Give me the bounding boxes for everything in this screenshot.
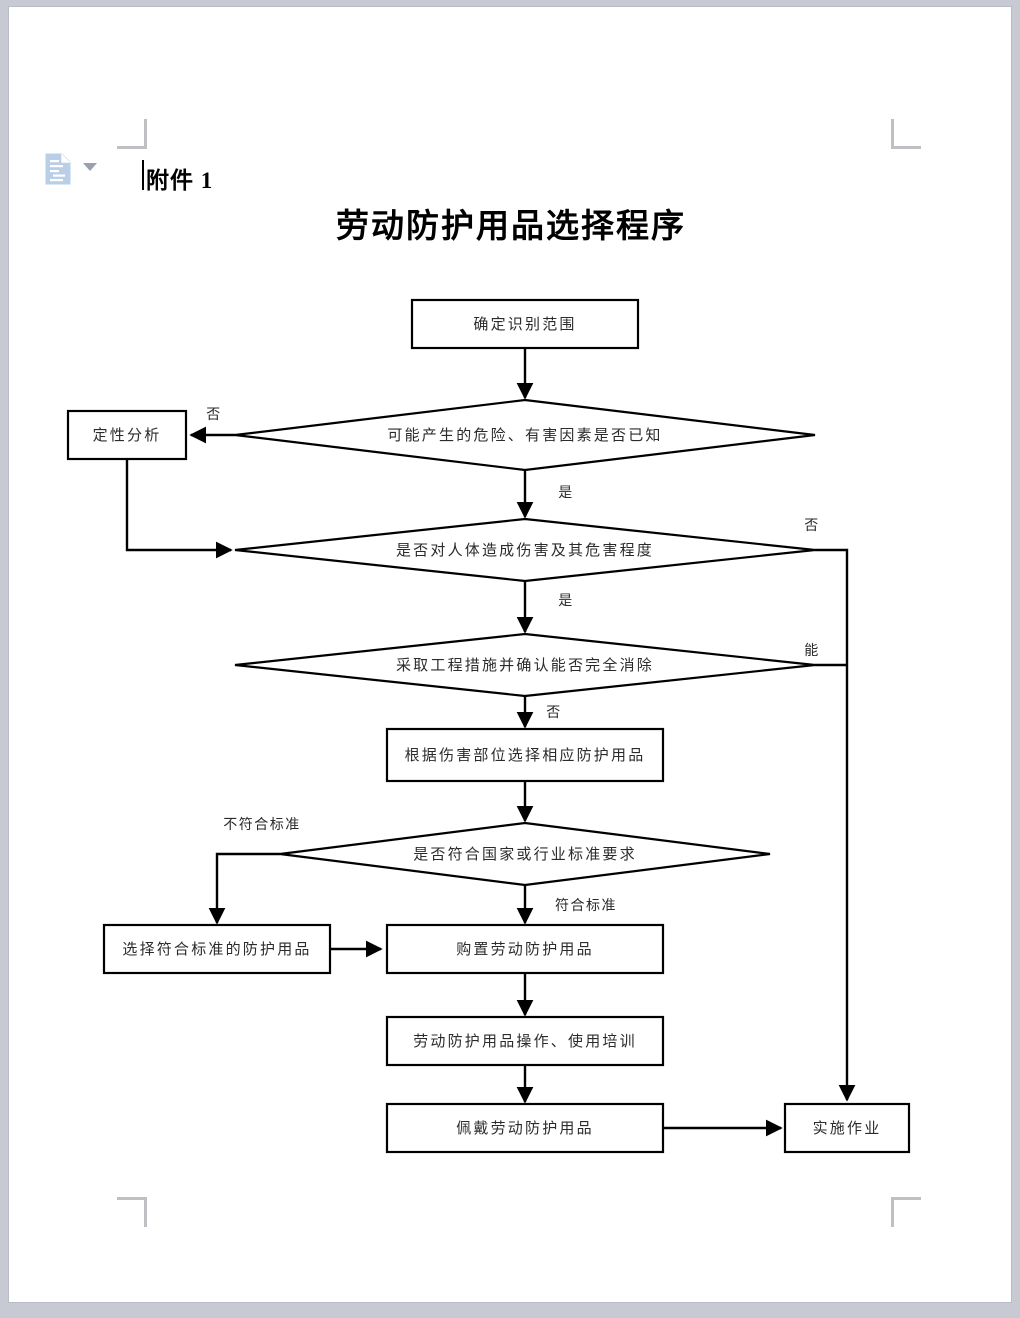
edge-label-can: 能 [804,643,820,659]
node-label: 定性分析 [93,427,162,444]
flowchart: 确定识别范围 可能产生的危险、有害因素是否已知 定性分析 是否对人体造成伤害及其… [66,298,911,1154]
document-page: 附件 1 劳动防护用品选择程序 [8,6,1012,1303]
text-cursor [142,160,144,190]
node-label: 实施作业 [813,1120,882,1137]
edge-label-no-2: 否 [804,519,820,534]
node-select-ppe-by-body-part[interactable]: 根据伤害部位选择相应防护用品 [385,727,665,783]
node-label: 购置劳动防护用品 [456,941,594,958]
node-standard-compliance-decision[interactable]: 是否符合国家或行业标准要求 [279,821,771,887]
node-label: 根据伤害部位选择相应防护用品 [405,746,646,764]
node-confirm-scope[interactable]: 确定识别范围 [410,298,640,350]
node-perform-work[interactable]: 实施作业 [783,1102,911,1154]
node-engineering-measures-decision[interactable]: 采取工程措施并确认能否完全消除 [234,632,816,698]
edge-n7-n8 [208,852,280,925]
node-label: 确定识别范围 [473,316,576,333]
document-widget[interactable] [39,153,111,187]
node-label: 选择符合标准的防护用品 [122,941,311,958]
node-purchase-ppe[interactable]: 购置劳动防护用品 [385,923,665,975]
edge-label-not-compliant: 不符合标准 [223,817,301,833]
edge-label-no-1: 否 [206,408,222,423]
edge-label-yes-1: 是 [558,486,574,501]
node-label: 可能产生的危险、有害因素是否已知 [387,427,662,444]
node-label: 佩戴劳动防护用品 [456,1120,594,1137]
node-ppe-training[interactable]: 劳动防护用品操作、使用培训 [385,1015,665,1067]
crop-mark-bottom-left [117,1197,147,1227]
edge-label-compliant: 符合标准 [555,898,617,914]
node-label: 劳动防护用品操作、使用培训 [413,1033,637,1050]
page-title: 劳动防护用品选择程序 [336,209,686,245]
document-icon[interactable] [45,153,71,185]
crop-mark-bottom-right [891,1197,921,1227]
node-qualitative-analysis[interactable]: 定性分析 [66,409,188,461]
node-body-harm-decision[interactable]: 是否对人体造成伤害及其危害程度 [234,517,816,583]
node-select-compliant-ppe[interactable]: 选择符合标准的防护用品 [102,923,332,975]
edge-label-yes-2: 是 [558,594,574,609]
node-wear-ppe[interactable]: 佩戴劳动防护用品 [385,1102,665,1154]
node-label: 采取工程措施并确认能否完全消除 [396,656,654,674]
node-label: 是否对人体造成伤害及其危害程度 [396,542,654,559]
attachment-label: 附件 1 [146,168,214,193]
node-label: 是否符合国家或行业标准要求 [413,846,637,863]
chevron-down-icon[interactable] [83,163,97,171]
edge-label-no-3: 否 [546,706,562,721]
edge-n3-n4 [125,459,233,559]
crop-mark-top-right [891,119,921,149]
edge-n4-n12 [815,548,856,1102]
crop-mark-top-left [117,119,147,149]
node-hazard-known-decision[interactable]: 可能产生的危险、有害因素是否已知 [234,398,816,472]
